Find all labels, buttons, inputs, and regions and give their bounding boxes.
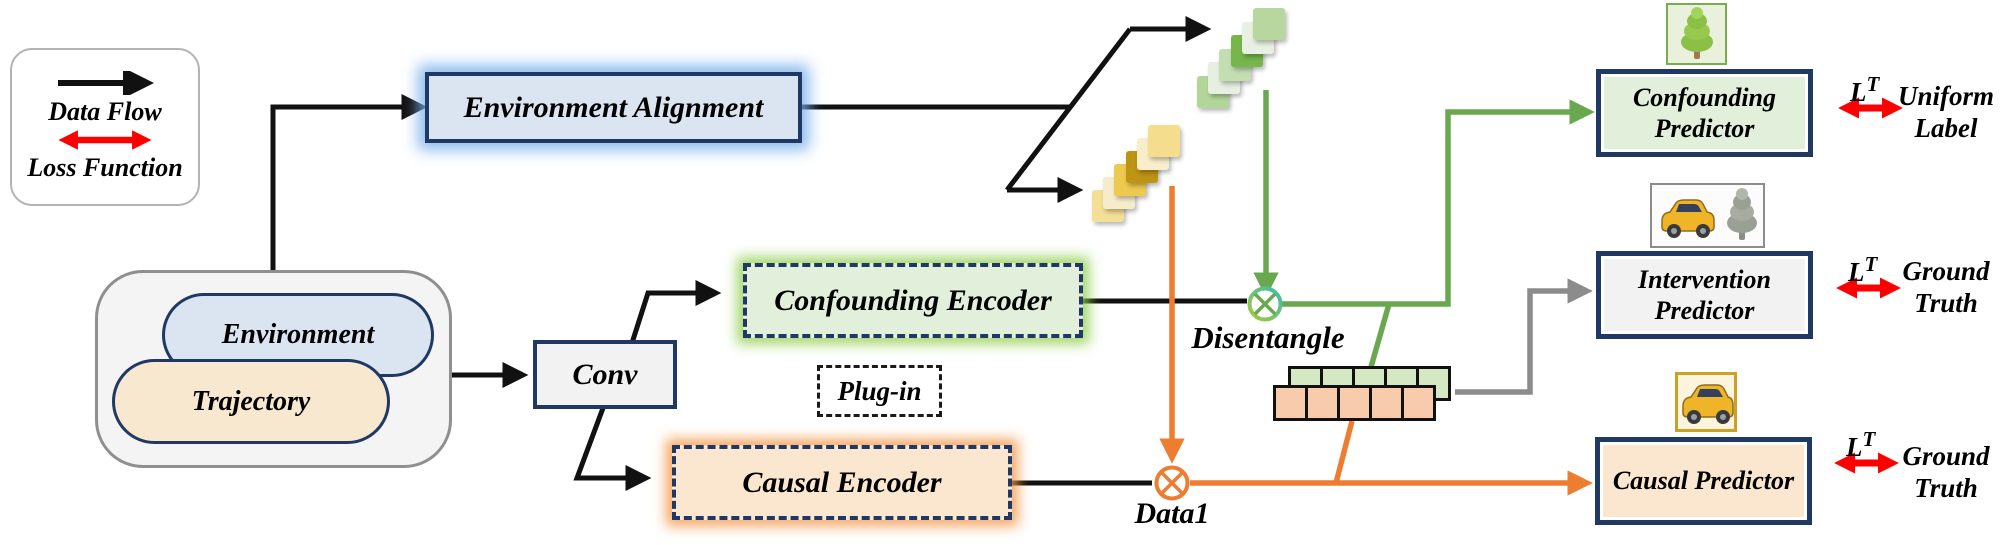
conv-label: Conv (572, 357, 638, 391)
disentangle-multiply-icon (1247, 286, 1283, 322)
loss-symbol-confounding: LT (1850, 72, 1880, 107)
car-and-tree-icon (1650, 183, 1765, 248)
trajectory-input-label: Trajectory (191, 385, 311, 417)
legend: Data Flow Loss Function (10, 48, 200, 206)
data-flow-arrow-icon (58, 71, 155, 95)
loss-function-arrow-icon (58, 130, 152, 150)
causal-feature-row (1273, 385, 1438, 421)
loss-target-intervention: Ground Truth (1902, 256, 1990, 319)
environment-alignment-label: Environment Alignment (463, 90, 764, 124)
confounding-predictor-label: Confounding Predictor (1632, 82, 1777, 143)
causal-encoder-block: Causal Encoder (672, 445, 1012, 520)
feature-square (1253, 8, 1285, 40)
plugin-block: Plug-in (817, 365, 942, 417)
disentangle-label: Disentangle (1191, 320, 1345, 355)
loss-target-confounding: Uniform Label (1897, 81, 1995, 144)
flow-disentangle-to-confounding-predictor (1282, 99, 1595, 307)
loss-target-causal: Ground Truth (1902, 441, 1990, 504)
confounding-encoder-block: Confounding Encoder (743, 263, 1083, 338)
environment-alignment-block: Environment Alignment (425, 72, 802, 143)
feature-cell (1305, 385, 1340, 421)
tree-icon (1666, 3, 1727, 65)
loss-symbol-causal: LT (1846, 427, 1876, 462)
flow-alignment-fork (1005, 27, 1132, 192)
intervention-predictor-label: Intervention Predictor (1638, 264, 1771, 325)
flow-green-row-link (1368, 303, 1392, 368)
intervention-predictor-block: Intervention Predictor (1596, 251, 1813, 339)
flow-conv-to-confounding-encoder (629, 280, 722, 344)
causal-predictor-block: Causal Predictor (1595, 437, 1812, 525)
yellow-car-glyph (1660, 198, 1715, 238)
input-group: Environment Trajectory (95, 270, 452, 468)
environment-input-label: Environment (221, 319, 375, 350)
flow-rows-to-intervention-predictor (1455, 278, 1593, 395)
loss-symbol-intervention: LT (1848, 252, 1878, 287)
data1-label: Data1 (1134, 497, 1210, 530)
flow-orange-row-link (1333, 420, 1355, 484)
confounding-encoder-label: Confounding Encoder (774, 283, 1052, 317)
car-icon (1675, 372, 1737, 432)
causal-predictor-label: Causal Predictor (1612, 466, 1795, 496)
data1-multiply-icon (1154, 465, 1190, 501)
trajectory-input: Trajectory (112, 359, 390, 444)
flow-conv-to-causal-encoder (573, 407, 652, 491)
plugin-label: Plug-in (837, 375, 922, 406)
legend-data-flow-label: Data Flow (48, 97, 162, 126)
feature-square (1148, 125, 1180, 157)
gray-tree-glyph (1726, 187, 1757, 240)
feature-cell (1337, 385, 1372, 421)
feature-cell (1369, 385, 1404, 421)
causal-encoder-label: Causal Encoder (742, 465, 942, 499)
confounding-predictor-block: Confounding Predictor (1596, 69, 1813, 157)
feature-cell (1273, 385, 1308, 421)
conv-block: Conv (533, 340, 677, 409)
legend-loss-function-label: Loss Function (27, 153, 183, 182)
flow-input-to-alignment (270, 94, 428, 272)
feature-cell (1401, 385, 1436, 421)
